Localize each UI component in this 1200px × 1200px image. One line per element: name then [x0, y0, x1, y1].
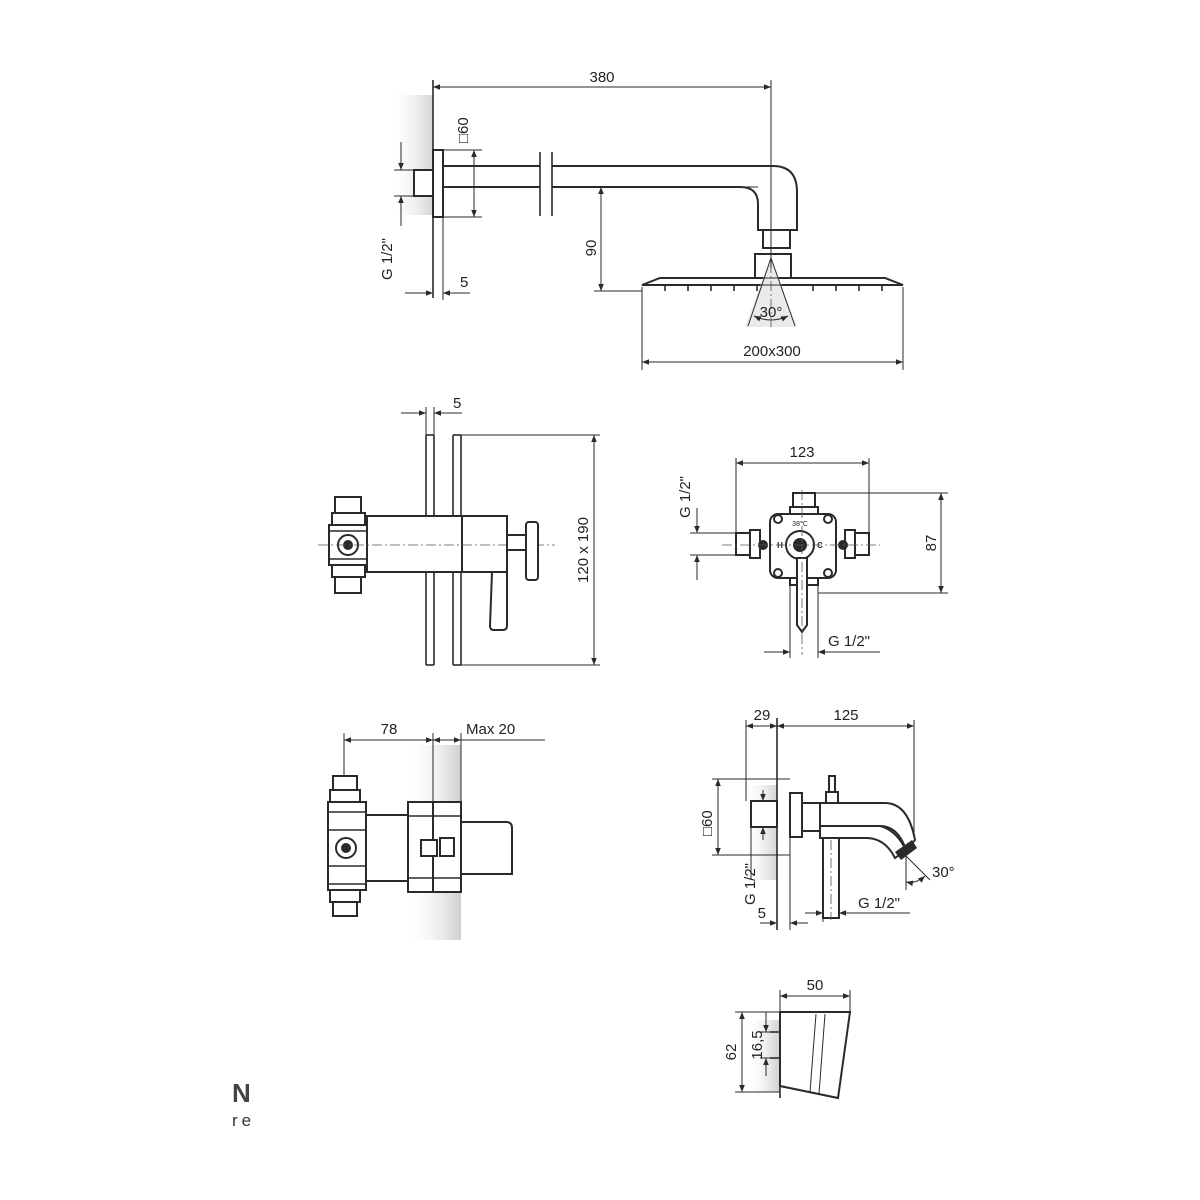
dim-arm-flange: □60 — [455, 117, 472, 143]
dim-spout-angle: 30° — [932, 864, 955, 881]
dim-holder-width: 50 — [807, 977, 824, 994]
mixer-side-view: 5 120 x 190 — [318, 395, 600, 666]
brand-logo: N re — [232, 1080, 272, 1132]
spout-outlet — [895, 840, 917, 860]
spout-flange — [789, 792, 803, 838]
dim-arm-thread: G 1/2" — [379, 238, 396, 280]
dim-outlet-thread: G 1/2" — [828, 633, 870, 650]
mixer-body-side — [366, 515, 463, 573]
dim-spout-outlet-thread: G 1/2" — [858, 895, 900, 912]
mixer-cartridge — [461, 515, 508, 573]
mixer-lever — [488, 571, 508, 631]
dim-spout-flange: □60 — [699, 810, 716, 836]
shower-arm-view: 380 □60 G 1/2" 5 90 30° 200x300 — [379, 69, 904, 370]
dim-spray-angle: 30° — [760, 304, 783, 321]
brand-subtext: re — [232, 1111, 256, 1130]
dim-max-projection: Max 20 — [466, 721, 515, 738]
dim-mixer-depth: 78 — [381, 721, 398, 738]
mixer-front-view: 38°C H C 123 87 G 1/2" G 1/2" — [677, 444, 948, 658]
arm-flange — [432, 149, 444, 218]
dim-arm-wall-gap: 5 — [460, 274, 468, 291]
dim-plate-gap: 5 — [453, 395, 461, 412]
dim-holder-height: 62 — [723, 1044, 740, 1061]
temp-mark: 38°C — [792, 520, 808, 528]
dim-spout-thread: G 1/2" — [742, 863, 759, 905]
arm-swivel — [762, 229, 791, 249]
dim-spout-wall-gap: 5 — [758, 905, 766, 922]
dim-inlet-thread: G 1/2" — [677, 476, 694, 518]
mixer-handle-depth — [460, 821, 513, 875]
dim-plate-size: 120 x 190 — [575, 517, 592, 583]
head-nozzles — [664, 285, 883, 291]
spray-cone — [745, 257, 797, 327]
wall-connector — [413, 169, 434, 197]
shower-holder — [779, 1011, 852, 1100]
dim-arm-length: 380 — [589, 69, 614, 86]
mixer-depth-view: 78 Max 20 — [327, 721, 545, 940]
holder-view: 50 62 16,5 — [723, 977, 852, 1100]
spout-view: 29 125 □60 G 1/2" 5 G 1/2" 30° — [699, 707, 955, 930]
dim-spout-base: 29 — [754, 707, 771, 724]
dim-head-size: 200x300 — [743, 343, 801, 360]
hot-mark: H — [777, 541, 783, 550]
mixer-handle — [525, 521, 539, 581]
dim-body-height: 87 — [923, 535, 940, 552]
dim-body-width: 123 — [789, 444, 814, 461]
shower-arm — [442, 165, 798, 231]
dim-holder-pitch: 16,5 — [749, 1030, 766, 1059]
mixer-body-depth — [365, 814, 409, 882]
dim-arm-drop: 90 — [583, 240, 600, 257]
mounting-holes — [773, 514, 833, 578]
dim-spout-length: 125 — [833, 707, 858, 724]
cold-mark: C — [817, 541, 823, 550]
valve-assembly-depth — [327, 775, 367, 917]
spout-connector — [750, 800, 778, 828]
brand-mark: N — [232, 1078, 251, 1108]
